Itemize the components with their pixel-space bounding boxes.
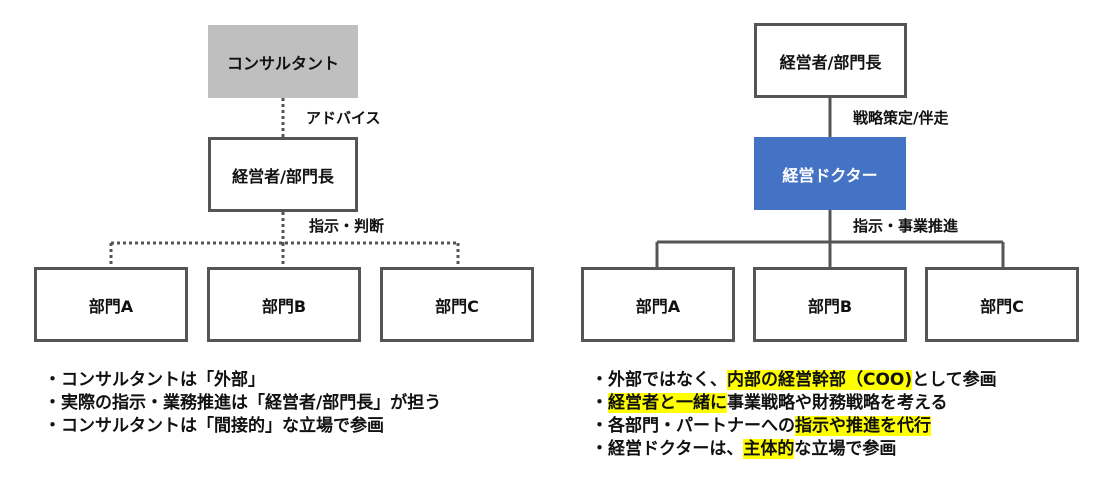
left-advice-label: アドバイス (306, 109, 381, 127)
right-dept-b-box: 部門B (753, 267, 907, 342)
left-dept-a-box: 部門A (34, 267, 188, 342)
right-note-1-highlight: 内部の経営幹部（COO) (727, 370, 913, 390)
left-instruction-label: 指示・判断 (309, 217, 385, 235)
left-dept-b-box: 部門B (207, 267, 361, 342)
right-notes: ・外部ではなく、内部の経営幹部（COO)として参画 ・経営者と一緒に事業戦略や財… (591, 369, 997, 461)
left-manager-box: 経営者/部門長 (208, 137, 358, 212)
right-note-4: ・経営ドクターは、主体的な立場で参画 (591, 438, 997, 461)
right-strategy-label: 戦略策定/伴走 (853, 109, 949, 127)
right-instruction-label: 指示・事業推進 (853, 217, 959, 235)
right-note-4-highlight: 主体的 (743, 439, 795, 459)
left-notes: ・コンサルタントは「外部」 ・実際の指示・業務推進は「経営者/部門長」が担う ・… (44, 369, 441, 438)
left-note-2: ・実際の指示・業務推進は「経営者/部門長」が担う (44, 393, 442, 413)
right-doctor-box: 経営ドクター (754, 137, 906, 210)
right-note-4-suffix: な立場で参画 (794, 439, 897, 459)
right-note-2: ・経営者と一緒に事業戦略や財務戦略を考える (591, 392, 997, 415)
right-dept-c-box: 部門C (925, 267, 1079, 342)
right-note-1: ・外部ではなく、内部の経営幹部（COO)として参画 (591, 369, 997, 392)
left-note-3: ・コンサルタントは「間接的」な立場で参画 (44, 416, 384, 436)
right-note-4-prefix: ・経営ドクターは、 (591, 439, 744, 459)
right-note-2-highlight: 経営者と一緒に (608, 393, 727, 413)
right-note-1-suffix: として参画 (912, 370, 997, 390)
left-consultant-box: コンサルタント (208, 25, 358, 98)
right-note-3-prefix: ・各部門・パートナーへの (591, 416, 795, 436)
left-dept-c-box: 部門C (380, 267, 534, 342)
right-manager-box: 経営者/部門長 (754, 23, 907, 98)
left-note-1: ・コンサルタントは「外部」 (44, 370, 265, 390)
right-note-1-prefix: ・外部ではなく、 (591, 370, 727, 390)
right-note-2-prefix: ・ (591, 393, 608, 413)
right-note-3-highlight: 指示や推進を代行 (795, 416, 931, 436)
right-dept-a-box: 部門A (581, 267, 735, 342)
right-note-2-suffix: 事業戦略や財務戦略を考える (727, 393, 948, 413)
right-note-3: ・各部門・パートナーへの指示や推進を代行 (591, 415, 997, 438)
